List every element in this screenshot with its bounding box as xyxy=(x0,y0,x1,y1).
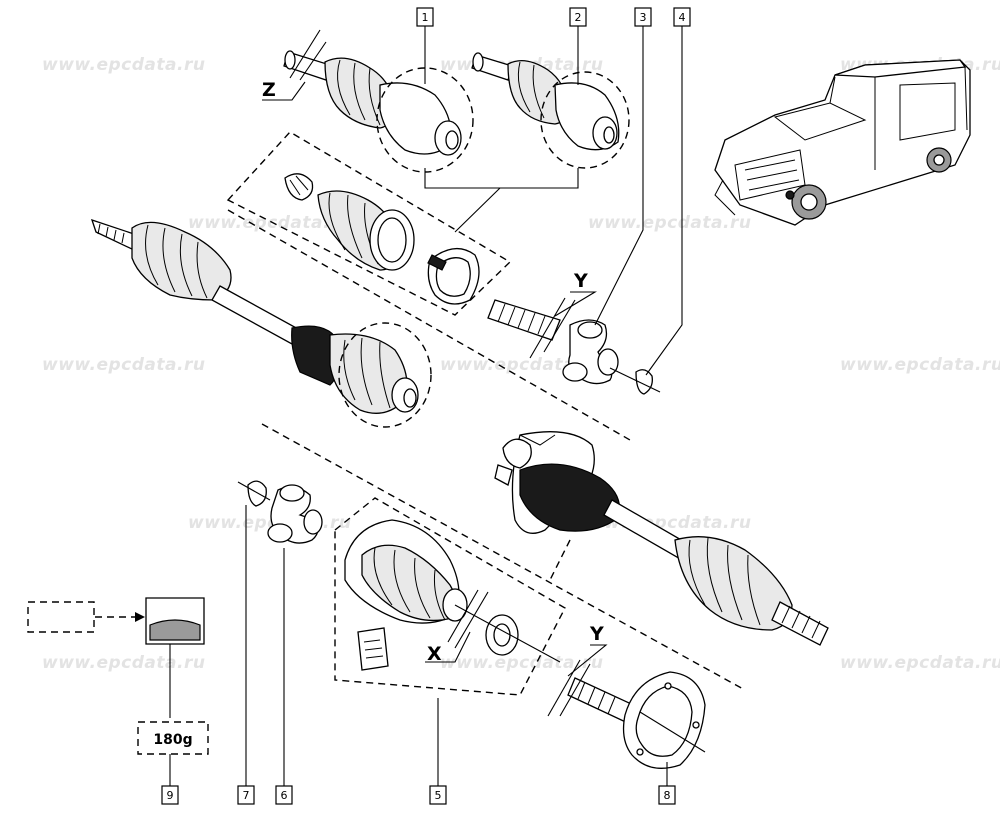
callout-6: 6 xyxy=(275,785,293,805)
watermark: www.epcdata.ru xyxy=(188,213,351,233)
callout-4-label: 4 xyxy=(679,11,686,24)
dimension-x-label: X xyxy=(427,643,442,665)
group-outline-lower xyxy=(261,423,746,691)
callout-9: 9 xyxy=(161,785,179,805)
callout-4: 4 xyxy=(673,7,691,27)
callout-3-label: 3 xyxy=(640,11,647,24)
circlip-and-tripod-lower xyxy=(237,480,323,544)
watermark: www.epcdata.ru xyxy=(840,355,1000,375)
callout-5-label: 5 xyxy=(435,789,442,802)
callout-9-label: 9 xyxy=(167,789,174,802)
dimension-y-upper: Y xyxy=(529,270,597,359)
dimension-y-lower-label: Y xyxy=(589,623,604,645)
dimension-z: Z xyxy=(262,29,327,101)
boot-kit-lower xyxy=(334,497,566,696)
callout-1: 1 xyxy=(416,7,434,27)
watermark: www.epcdata.ru xyxy=(440,653,603,673)
weight-box xyxy=(137,721,209,755)
watermark: www.epcdata.ru xyxy=(42,55,205,75)
watermark-layer: www.epcdata.ru www.epcdata.ru www.epcdat… xyxy=(42,55,1000,673)
callout-8-label: 8 xyxy=(664,789,671,802)
callout-2-label: 2 xyxy=(575,11,582,24)
boot-kit-upper xyxy=(226,131,512,316)
dimension-y-lower: Y xyxy=(547,623,608,717)
watermark: www.epcdata.ru xyxy=(840,653,1000,673)
watermark: www.epcdata.ru xyxy=(440,355,603,375)
watermark: www.epcdata.ru xyxy=(588,213,751,233)
dimension-y-upper-label: Y xyxy=(573,270,588,292)
reference-box xyxy=(27,601,95,633)
kit-leader-line xyxy=(454,187,501,233)
tripod-assembly-upper xyxy=(487,299,661,395)
dimension-z-label: Z xyxy=(262,79,276,101)
flange-shaft xyxy=(567,671,706,769)
kit-bracket-line xyxy=(424,168,579,189)
callout-7: 7 xyxy=(237,785,255,805)
grease-sachet: 180g xyxy=(27,597,209,786)
driveshaft-lower-assembly xyxy=(494,431,829,646)
group-outline-link xyxy=(549,539,571,581)
dimension-x: X xyxy=(425,589,489,665)
callout-5: 5 xyxy=(429,785,447,805)
group-outline-upper xyxy=(227,209,631,441)
watermark: www.epcdata.ru xyxy=(42,653,205,673)
callout-2: 2 xyxy=(569,7,587,27)
driveshaft-upper-assembly xyxy=(90,218,432,428)
callout-1-label: 1 xyxy=(422,11,429,24)
callout-7-label: 7 xyxy=(243,789,250,802)
callout-6-label: 6 xyxy=(281,789,288,802)
callout-8: 8 xyxy=(658,785,676,805)
grease-weight-label: 180g xyxy=(153,732,192,748)
cv-joint-kit-2 xyxy=(471,52,630,169)
watermark: www.epcdata.ru xyxy=(42,355,205,375)
vehicle-illustration xyxy=(714,59,971,226)
callout-3: 3 xyxy=(634,7,652,27)
arrow-head-icon xyxy=(135,612,145,622)
cv-joint-kit-1 xyxy=(283,50,474,173)
callout-leaders xyxy=(245,26,683,786)
